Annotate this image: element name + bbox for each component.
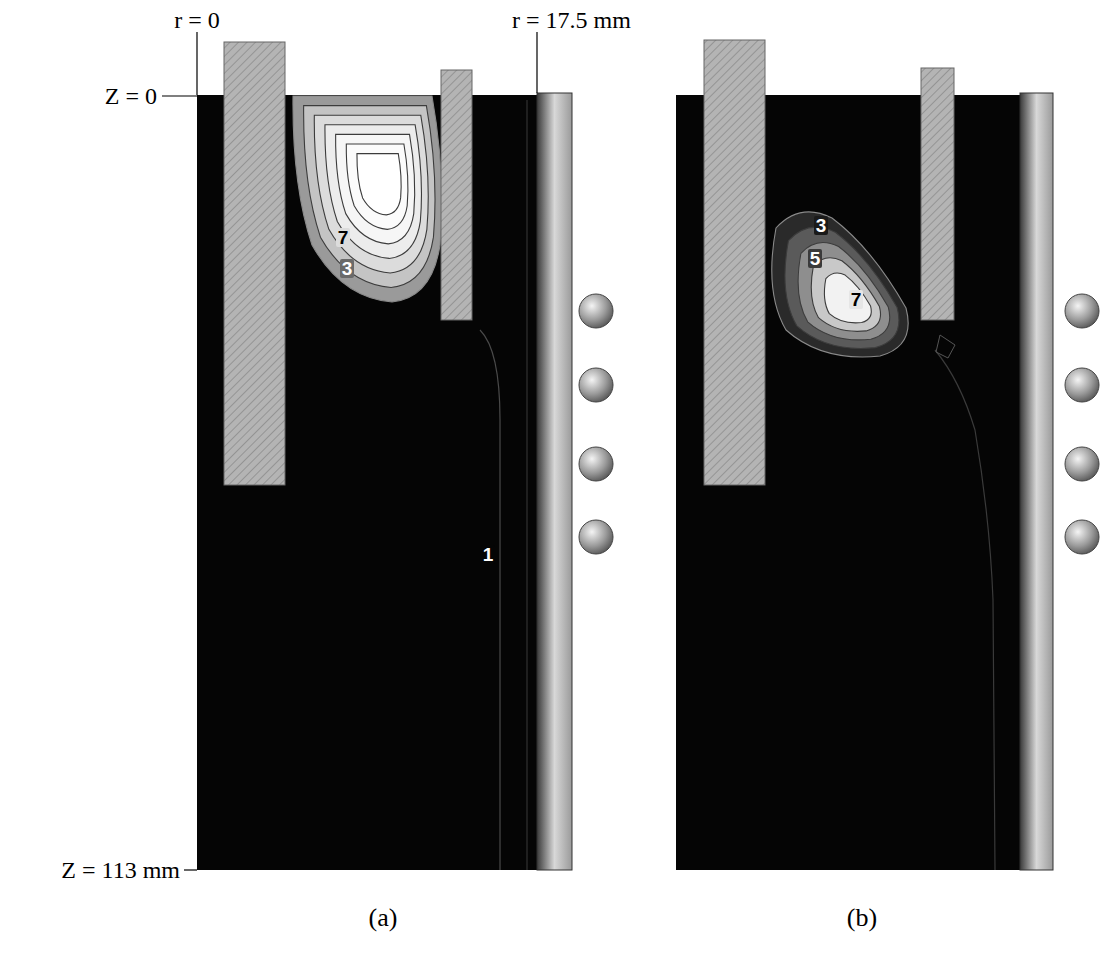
chamber-wall <box>537 93 572 870</box>
contour-value: 7 <box>336 228 351 247</box>
leader-line <box>196 32 197 95</box>
contour-level <box>824 273 871 323</box>
electrode <box>441 70 472 320</box>
contour-line <box>935 350 995 870</box>
leader-line <box>184 869 197 870</box>
panel-label: (b) <box>847 905 877 931</box>
coil-turn <box>1065 520 1099 554</box>
contour-level <box>357 154 401 215</box>
contour-value: 5 <box>808 249 823 268</box>
electrode <box>704 40 765 485</box>
leader-line <box>536 32 537 93</box>
contour-line <box>527 100 528 870</box>
electrode <box>921 68 954 320</box>
contour-region <box>293 96 442 302</box>
panel-b <box>676 40 1099 870</box>
contour-value: 3 <box>340 259 355 278</box>
coil-turn <box>1065 294 1099 328</box>
electrode <box>224 42 285 485</box>
coil-turn <box>579 294 613 328</box>
panel-label: (a) <box>369 905 398 931</box>
axis-label: r = 17.5 mm <box>512 8 631 32</box>
coil-turn <box>1065 447 1099 481</box>
contour-level <box>293 96 442 302</box>
contour-level <box>304 106 435 288</box>
axis-label: Z = 113 mm <box>61 858 180 882</box>
contour-level <box>346 144 408 229</box>
axis-label: Z = 0 <box>105 84 157 108</box>
coil-turns <box>1065 294 1099 554</box>
panel-a <box>162 32 613 870</box>
coil-turns <box>579 294 613 554</box>
contour-level <box>811 258 880 332</box>
contour-level <box>314 115 428 273</box>
chamber-wall <box>1020 93 1053 870</box>
contour-level <box>772 212 908 357</box>
contour-region <box>772 212 908 357</box>
leader-line <box>162 95 197 96</box>
axis-label: r = 0 <box>174 8 220 32</box>
coil-turn <box>579 368 613 402</box>
contour-line <box>480 330 500 870</box>
coil-turn <box>579 520 613 554</box>
contour-value: 1 <box>481 545 496 564</box>
contour-value: 3 <box>814 216 829 235</box>
coil-turn <box>579 447 613 481</box>
contour-line <box>936 335 955 358</box>
contour-level <box>798 242 890 339</box>
coil-turn <box>1065 368 1099 402</box>
contour-value: 7 <box>849 290 864 309</box>
contour-level <box>785 227 899 348</box>
contour-level <box>325 125 422 259</box>
